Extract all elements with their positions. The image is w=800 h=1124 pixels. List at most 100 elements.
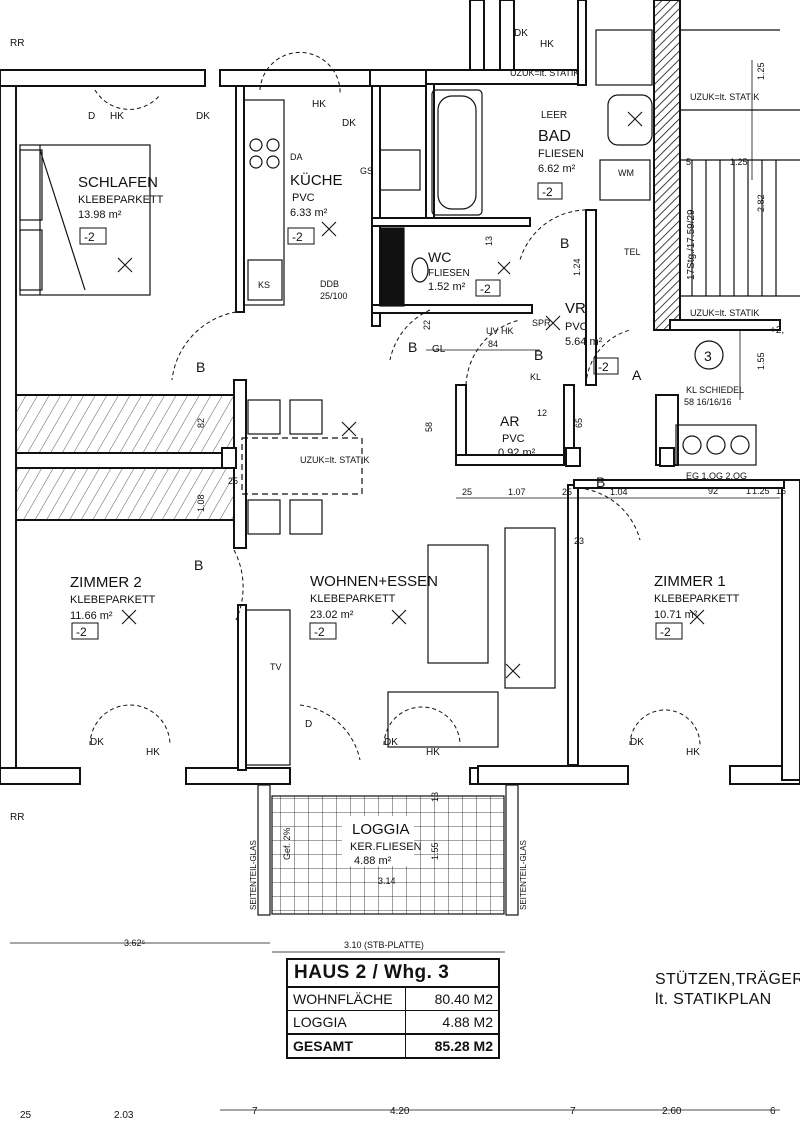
wall-zimmer1-top xyxy=(573,479,785,489)
room-area: 6.33 m² xyxy=(290,207,328,219)
room-level: -2 xyxy=(660,625,671,639)
room-floor: FLIESEN xyxy=(538,148,584,160)
room-kueche: KÜCHE PVC 6.33 m² -2 xyxy=(287,171,343,245)
kl-label: KL xyxy=(530,372,541,382)
dim: 1.55 xyxy=(430,842,440,860)
gs-label: GS xyxy=(360,166,373,176)
summary-total-row: GESAMT 85.28 M2 xyxy=(288,1033,498,1057)
door-b: B xyxy=(560,235,569,251)
dim: 25 xyxy=(562,487,572,497)
level-labels: EG 1.OG 2.OG xyxy=(686,471,747,481)
summary-value: 4.88 M2 xyxy=(405,1010,498,1034)
uv-hk-label: UV HK xyxy=(486,326,514,336)
room-name: AR xyxy=(500,413,519,429)
chair-1 xyxy=(247,399,281,435)
uzuk-label: UZUK=lt. STATIK xyxy=(690,92,759,102)
room-name: SCHLAFEN xyxy=(78,174,158,191)
uzuk-label: UZUK=lt. STATIK xyxy=(690,308,759,318)
washbasin xyxy=(607,94,653,146)
room-name: BAD xyxy=(538,128,571,145)
wall-bath-bottom xyxy=(371,217,531,227)
room-vr: VR PVC 5.64 m² -2 xyxy=(565,300,619,375)
dim: 1.25 xyxy=(752,486,770,496)
dim-bottom: 7 xyxy=(252,1106,258,1117)
dim: 23 xyxy=(574,536,584,546)
wall-ar-left xyxy=(455,384,467,466)
dim: 1.55 xyxy=(756,352,766,370)
wall-wc-bottom xyxy=(371,304,533,314)
chimney xyxy=(675,424,757,466)
room-area: 23.02 m² xyxy=(310,609,354,621)
dim: 82 xyxy=(196,418,206,428)
seitenteil-left-label: SEITENTEIL-GLAS xyxy=(249,840,258,910)
room-ar: AR PVC 0.92 m² xyxy=(498,413,536,459)
window-dk: DK xyxy=(342,118,356,129)
wall-stair-core xyxy=(653,0,681,331)
wall-upper-stub2 xyxy=(499,0,515,71)
window-hk: HK xyxy=(426,747,440,758)
dim: 1.24 xyxy=(572,258,582,276)
dim: 22 xyxy=(422,320,432,330)
gefaelle-label: Gef. 2% xyxy=(282,827,292,860)
room-level: -2 xyxy=(292,230,303,244)
window-dk: DK xyxy=(196,111,210,122)
summary-total-label: GESAMT xyxy=(288,1033,406,1057)
wall-zimmer1-left xyxy=(567,484,579,766)
wall-right xyxy=(781,479,800,781)
room-extra: LEER xyxy=(541,110,567,121)
room-area: 5.64 m² xyxy=(565,336,603,348)
door-b: B xyxy=(194,557,203,573)
wall-bottom-4 xyxy=(477,765,629,785)
door-b: B xyxy=(408,339,417,355)
x-marks xyxy=(117,111,705,679)
ddb-value: 25/100 xyxy=(320,291,348,301)
room-floor: FLIESEN xyxy=(428,268,470,279)
dim: 1.07 xyxy=(508,487,526,497)
window-hk: HK xyxy=(686,747,700,758)
room-area: 10.71 m² xyxy=(654,609,698,621)
door-b: B xyxy=(196,359,205,375)
room-area: 11.66 m² xyxy=(70,610,113,622)
room-name: VR xyxy=(565,300,586,317)
wall-pillar-1 xyxy=(221,447,237,469)
room-name: WC xyxy=(428,249,451,265)
wall-pillar-2 xyxy=(565,447,581,467)
dim: 12 xyxy=(537,408,547,418)
room-level: -2 xyxy=(598,360,609,374)
ks-label: KS xyxy=(258,280,270,290)
annotations: RR RR UZUK=lt. STATIK UZUK=lt. STATIK UZ… xyxy=(10,28,784,950)
room-name: LOGGIA xyxy=(352,821,410,838)
room-bad: LEER BAD FLIESEN 6.62 m² -2 xyxy=(537,110,584,200)
tel-label: TEL xyxy=(624,247,641,257)
room-area: 4.88 m² xyxy=(354,855,392,867)
wall-top-left xyxy=(0,69,206,87)
room-level: -2 xyxy=(314,625,325,639)
window-hk: HK xyxy=(146,747,160,758)
da-label: DA xyxy=(290,152,303,162)
dim: 25 xyxy=(228,476,238,486)
dim: 1 xyxy=(746,486,751,496)
kl-schiedel-dims: 58 16/16/16 xyxy=(684,397,732,407)
wardrobe xyxy=(245,609,291,766)
room-floor: KLEBEPARKETT xyxy=(78,194,164,206)
room-level: -2 xyxy=(84,230,95,244)
dim: 16 xyxy=(776,486,786,496)
dim: 1.08 xyxy=(196,494,206,512)
apt-number: 3 xyxy=(704,348,712,364)
summary-value: 80.40 M2 xyxy=(405,988,498,1011)
wall-pillar-3 xyxy=(659,447,675,467)
chair-4 xyxy=(289,499,323,535)
dim: 13 xyxy=(430,792,440,802)
note-line-2: lt. STATIKPLAN xyxy=(655,991,772,1008)
room-area: 6.62 m² xyxy=(538,163,576,175)
window-hk: HK xyxy=(540,39,554,50)
coffee-table xyxy=(427,544,489,664)
wall-kitchen-right xyxy=(371,85,381,327)
summary-label: WOHNFLÄCHE xyxy=(293,991,393,1007)
room-wc: WC FLIESEN 1.52 m² -2 xyxy=(428,249,501,297)
kitchen-counter xyxy=(243,99,285,306)
dimension-lines xyxy=(10,60,780,1111)
shaft xyxy=(379,149,421,191)
wall-stair-bottom xyxy=(669,319,781,331)
